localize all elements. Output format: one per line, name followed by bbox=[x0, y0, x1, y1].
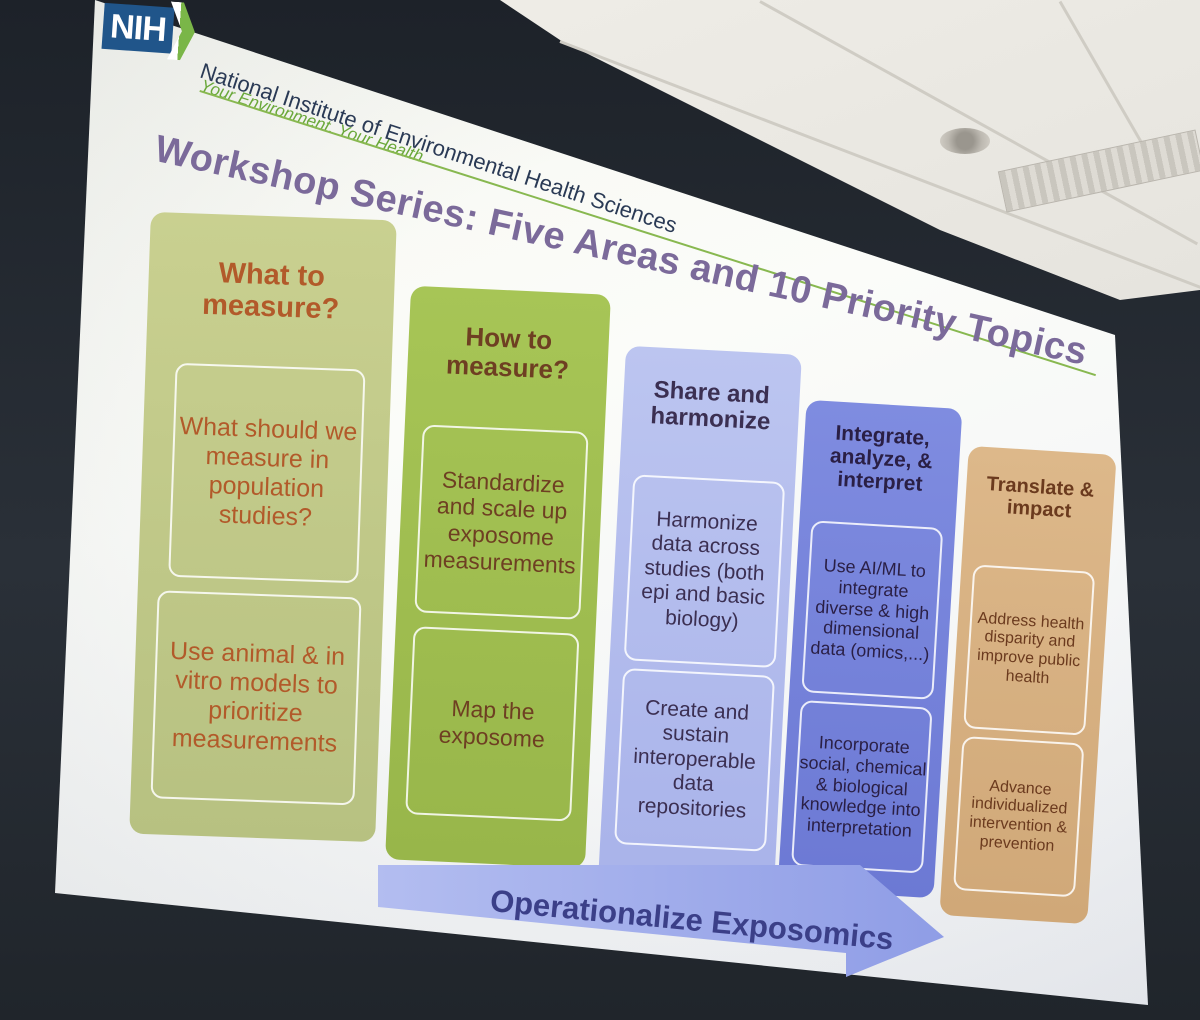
topic-box: Standardize and scale up exposome measur… bbox=[414, 424, 589, 620]
topic-box: Use AI/ML to integrate diverse & high di… bbox=[801, 520, 944, 700]
column-how-to-measure: How to measure? Standardize and scale up… bbox=[385, 285, 611, 869]
column-title: Translate & impact bbox=[985, 473, 1095, 523]
topic-box: What should we measure in population stu… bbox=[168, 362, 366, 584]
topic-box: Address health disparity and improve pub… bbox=[963, 564, 1096, 736]
topic-box: Use animal & in vitro models to prioriti… bbox=[150, 590, 362, 806]
column-title: How to measure? bbox=[445, 321, 570, 385]
topic-box: Harmonize data across studies (both epi … bbox=[623, 474, 786, 669]
column-translate-impact: Translate & impact Address health dispar… bbox=[939, 445, 1117, 925]
nih-logo: NIH bbox=[101, 0, 197, 61]
column-integrate-analyze: Integrate, analyze, & interpret Use AI/M… bbox=[777, 399, 963, 899]
column-title: What to measure? bbox=[201, 257, 340, 326]
topic-box: Advance individualized intervention & pr… bbox=[952, 735, 1085, 898]
column-what-to-measure: What to measure? What should we measure … bbox=[129, 211, 397, 843]
topic-box: Map the exposome bbox=[405, 626, 580, 822]
column-share-harmonize: Share and harmonize Harmonize data acros… bbox=[598, 345, 802, 890]
ceiling-sprinkler bbox=[940, 128, 990, 154]
column-title: Integrate, analyze, & interpret bbox=[829, 421, 934, 496]
topic-box: Incorporate social, chemical & biologica… bbox=[791, 699, 933, 874]
nih-logo-text: NIH bbox=[101, 2, 175, 54]
column-title: Share and harmonize bbox=[649, 376, 772, 436]
topic-box: Create and sustain interoperable data re… bbox=[614, 668, 776, 852]
